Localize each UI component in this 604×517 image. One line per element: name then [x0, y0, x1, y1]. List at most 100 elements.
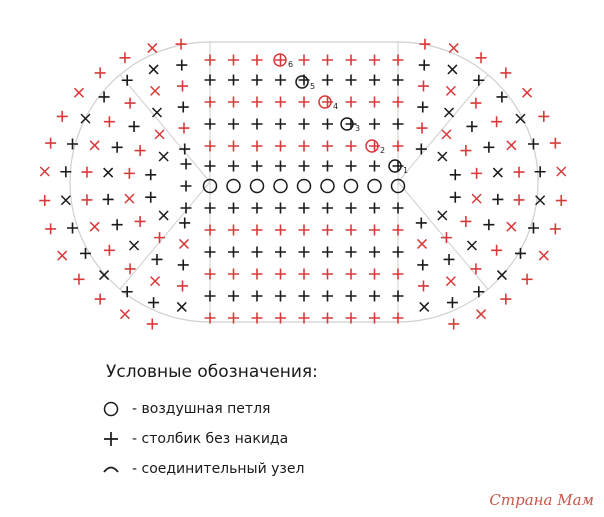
stitch-plus — [470, 263, 482, 275]
stitch-cross — [535, 195, 546, 206]
stitch-plus — [392, 290, 404, 302]
stitch-plus — [228, 118, 239, 130]
stitch-plus — [392, 202, 404, 214]
watermark: Страна Мам — [489, 491, 594, 509]
stitch-plus — [180, 180, 192, 192]
stitch-cross — [492, 167, 503, 178]
stitch-plus — [275, 54, 286, 66]
stitch-plus — [418, 59, 430, 71]
stitch-plus — [549, 137, 561, 149]
stitch-plus — [419, 38, 431, 50]
stitch-plus — [538, 110, 550, 122]
stitch-plus — [417, 280, 429, 292]
stitch-plus — [470, 97, 482, 109]
stitch-plus — [491, 116, 503, 128]
stitch-cross — [176, 301, 187, 312]
stitch-plus — [148, 297, 160, 309]
chain-stitch — [367, 178, 382, 194]
stitch-plus — [275, 202, 286, 214]
stitch-plus — [228, 54, 239, 66]
stitch-plus — [251, 268, 263, 280]
stitch-plus — [322, 74, 333, 86]
stitch-plus — [103, 116, 115, 128]
stitch-plus — [298, 118, 310, 130]
stitch-plus — [179, 217, 191, 229]
stitch-plus — [151, 253, 163, 265]
stitch-cross — [80, 113, 91, 124]
stitch-cross — [60, 195, 71, 206]
stitch-plus — [345, 224, 357, 236]
stitch-plus — [345, 160, 357, 172]
stitch-plus — [392, 246, 404, 258]
stitch-plus — [369, 74, 380, 86]
stitch-plus — [345, 140, 357, 152]
stitch-plus — [298, 140, 310, 152]
stitch-plus — [440, 232, 452, 244]
stitch-plus — [251, 202, 263, 214]
stitch-plus — [180, 158, 192, 170]
plus-icon — [100, 428, 122, 450]
stitch-plus — [275, 96, 286, 108]
legend-item-chain: - воздушная петля — [100, 398, 270, 420]
stitch-plus — [392, 118, 404, 130]
stitch-plus — [251, 54, 263, 66]
stitch-plus — [392, 96, 404, 108]
stitch-cross — [538, 250, 549, 261]
stitch-cross — [506, 140, 517, 151]
stitch-plus — [124, 97, 136, 109]
stitch-plus — [491, 244, 503, 256]
stitch-plus — [298, 312, 310, 324]
stitch-cross — [416, 238, 428, 249]
stitch-plus — [204, 140, 216, 152]
stitch-plus — [121, 286, 133, 298]
stitch-plus — [94, 293, 106, 305]
stitch-plus — [322, 140, 333, 152]
stitch-plus — [298, 290, 310, 302]
legend-item-slip-stitch: - соединительный узел — [100, 458, 304, 480]
stitch-plus — [275, 224, 286, 236]
stitch-cross — [471, 193, 482, 204]
stitch-cross — [99, 270, 110, 281]
stitch-plus — [369, 224, 380, 236]
stitch-plus — [56, 110, 68, 122]
stitch-plus — [322, 224, 333, 236]
stitch-plus — [275, 160, 286, 172]
stitch-plus — [322, 268, 333, 280]
chain-number: 3 — [355, 124, 360, 133]
stitch-plus — [415, 217, 427, 229]
stitch-cross — [129, 240, 140, 251]
stitch-plus — [177, 280, 189, 292]
stitch-plus — [102, 193, 114, 205]
stitch-cross — [151, 107, 163, 118]
stitch-plus — [369, 54, 380, 66]
turning-chain — [365, 139, 379, 153]
stitch-plus — [251, 246, 263, 258]
stitch-plus — [527, 138, 539, 150]
stitch-plus — [81, 194, 93, 206]
stitch-plus — [369, 312, 380, 324]
stitch-plus — [345, 202, 357, 214]
stitch-cross — [147, 43, 158, 54]
stitch-plus — [146, 318, 158, 330]
chain-circle-icon — [100, 398, 122, 420]
stitch-plus — [251, 96, 263, 108]
stitch-plus — [298, 202, 310, 214]
stitch-cross — [73, 87, 84, 98]
stitch-plus — [204, 290, 216, 302]
stitch-cross — [119, 309, 130, 320]
stitch-plus — [45, 137, 57, 149]
legend-item-single-crochet: - столбик без накида — [100, 428, 288, 450]
stitch-cross — [124, 193, 135, 204]
stitch-plus — [145, 169, 157, 181]
stitch-plus — [251, 290, 263, 302]
stitch-cross — [496, 270, 507, 281]
chain-stitch — [343, 178, 359, 194]
chain-stitch — [390, 178, 406, 194]
chain-stitch — [226, 178, 241, 194]
stitch-plus — [154, 232, 166, 244]
stitch-plus — [369, 290, 380, 302]
turning-chain — [273, 53, 287, 67]
stitch-cross — [445, 85, 456, 96]
stitch-plus — [475, 52, 487, 64]
stitch-cross — [443, 107, 455, 118]
